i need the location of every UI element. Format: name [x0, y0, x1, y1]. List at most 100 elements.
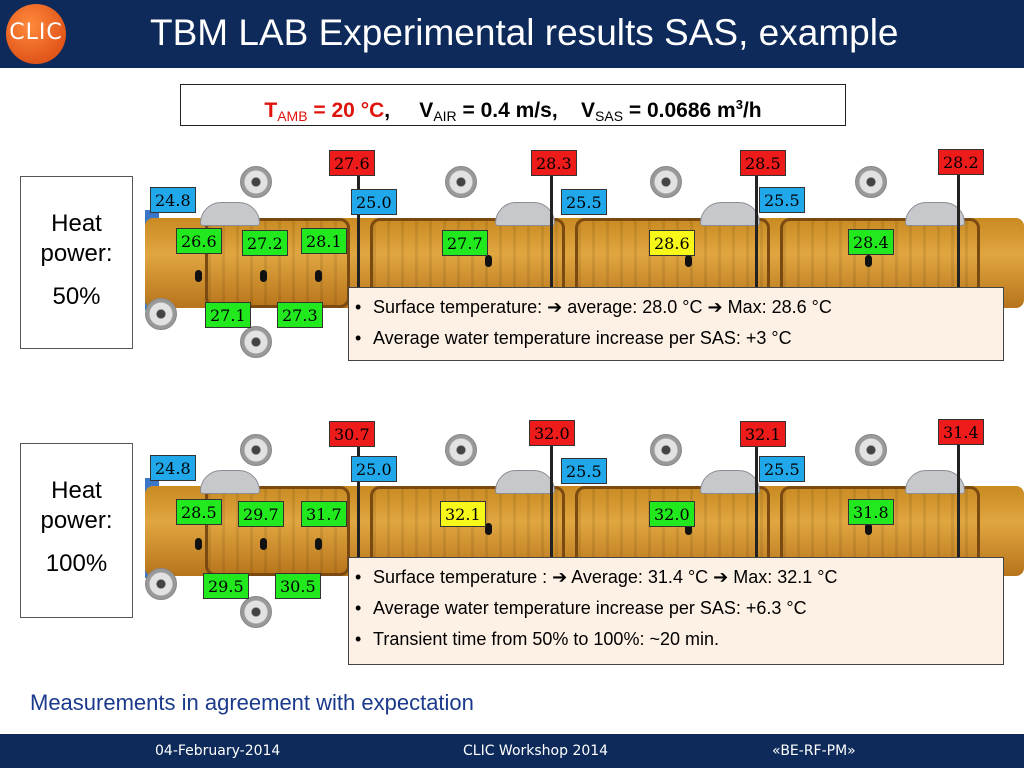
flange-bolt-icon [855, 166, 887, 198]
separator: , [384, 99, 391, 122]
vsas-superscript: 3 [735, 97, 743, 112]
result-text: Transient time from 50% to 100%: ~20 min… [373, 629, 719, 649]
temp-label-green: 31.7 [301, 501, 347, 527]
result-text: average: 28.0 °C [562, 297, 708, 317]
temp-label-red: 28.3 [531, 150, 577, 176]
sensor-probe [865, 523, 872, 535]
vsas-value: = 0.0686 m [623, 99, 736, 122]
result-text: Average water temperature increase per S… [373, 598, 807, 618]
arrow-right-icon: ➔ [552, 567, 568, 587]
result-item: • Average water temperature increase per … [349, 593, 1003, 624]
arrow-right-icon: ➔ [707, 297, 723, 317]
footer-event: CLIC Workshop 2014 [463, 743, 609, 759]
temp-label-blue: 24.8 [150, 187, 196, 213]
temp-label-green: 27.3 [277, 302, 323, 328]
temp-label-green: 29.5 [203, 573, 249, 599]
result-item: • Transient time from 50% to 100%: ~20 mi… [349, 624, 1003, 655]
heat-label: Heat [51, 477, 102, 504]
sensor-probe [865, 255, 872, 267]
sensor-rod [357, 170, 360, 290]
sensor-probe [315, 538, 322, 550]
footer-date: 04-February-2014 [155, 743, 281, 759]
clic-logo: CLIC [6, 4, 66, 64]
temp-label-red: 32.0 [529, 420, 575, 446]
vsas-subscript: SAS [595, 108, 624, 124]
temp-label-green: 27.2 [242, 230, 288, 256]
temp-label-red: 28.2 [938, 149, 984, 175]
sensor-probe [260, 270, 267, 282]
flange-bolt-icon [240, 166, 272, 198]
sensor-probe [485, 255, 492, 267]
bullet-icon: • [355, 328, 362, 348]
temp-label-blue: 25.0 [351, 189, 397, 215]
temp-label-blue: 25.0 [351, 456, 397, 482]
parameters-box: TAMB = 20 °C, VAIR = 0.4 m/s, VSAS = 0.0… [180, 84, 846, 126]
tamb-param: TAMB = 20 °C [264, 99, 384, 124]
flange-bolt-icon [855, 434, 887, 466]
heat-power-value: 50% [52, 283, 101, 310]
structure-segment [205, 486, 350, 576]
result-text: Max: 28.6 °C [722, 297, 832, 317]
flange-dome [700, 202, 760, 226]
flange-bolt-icon [445, 434, 477, 466]
temp-label-green: 28.1 [301, 228, 347, 254]
temp-label-blue: 25.5 [561, 189, 607, 215]
temp-label-red: 32.1 [740, 421, 786, 447]
arrow-right-icon: ➔ [713, 567, 729, 587]
sensor-probe [260, 538, 267, 550]
result-item: •Surface temperature : ➔ Average: 31.4 °… [349, 562, 1003, 593]
vair-subscript: AIR [433, 108, 457, 124]
results-box-100: •Surface temperature : ➔ Average: 31.4 °… [348, 557, 1004, 665]
tamb-subscript: AMB [277, 108, 308, 124]
tamb-symbol: T [264, 99, 278, 122]
power-label: power: [40, 507, 113, 534]
result-text: Max: 32.1 °C [728, 567, 838, 587]
vair-symbol: V [419, 99, 434, 122]
title-bar: CLIC TBM LAB Experimental results SAS, e… [0, 0, 1024, 68]
vsas-symbol: V [581, 99, 596, 122]
bullet-icon: • [355, 567, 362, 587]
temp-label-red: 27.6 [329, 150, 375, 176]
bullet-icon: • [355, 598, 362, 618]
flange-dome [905, 470, 965, 494]
vair-param: VAIR = 0.4 m/s [419, 99, 552, 124]
flange-dome [200, 202, 260, 226]
sensor-rod [957, 438, 960, 568]
sensor-rod [357, 438, 360, 558]
vsas-param: VSAS = 0.0686 m3/h [581, 97, 762, 124]
flange-dome [905, 202, 965, 226]
flange-bolt-icon [240, 596, 272, 628]
temp-label-red: 30.7 [329, 421, 375, 447]
heat-power-value: 100% [45, 550, 108, 577]
flange-dome [495, 202, 555, 226]
temp-label-blue: 25.5 [759, 187, 805, 213]
heat-power-box-50: Heat power: 50% [20, 176, 133, 349]
result-item: • Average water temperature increase per … [349, 323, 1003, 354]
vair-value: = 0.4 m/s [456, 99, 552, 122]
result-text: Average water temperature increase per S… [373, 328, 792, 348]
sensor-probe [685, 255, 692, 267]
sensor-rod [755, 170, 758, 300]
sensor-probe [195, 538, 202, 550]
bullet-icon: • [355, 629, 362, 649]
sensor-probe [685, 523, 692, 535]
temp-label-green: 30.5 [275, 573, 321, 599]
temp-label-blue: 25.5 [561, 458, 607, 484]
result-text: Surface temperature: [373, 297, 548, 317]
arrow-right-icon: ➔ [547, 297, 563, 317]
flange-bolt-icon [145, 298, 177, 330]
temp-label-green: 27.1 [205, 302, 251, 328]
flange-dome [495, 470, 555, 494]
temp-label-green: 27.7 [442, 230, 488, 256]
heat-power-box-100: Heat power: 100% [20, 443, 133, 618]
temp-label-green: 26.6 [176, 228, 222, 254]
heat-label: Heat [51, 210, 102, 237]
temp-label-green: 28.4 [848, 229, 894, 255]
sensor-rod [550, 170, 553, 300]
temp-label-green: 29.7 [238, 501, 284, 527]
flange-bolt-icon [650, 166, 682, 198]
slide-title: TBM LAB Experimental results SAS, exampl… [150, 12, 899, 53]
separator: , [551, 99, 558, 122]
footer-group: «BE-RF-PM» [772, 743, 856, 759]
vsas-unit: /h [742, 99, 762, 122]
